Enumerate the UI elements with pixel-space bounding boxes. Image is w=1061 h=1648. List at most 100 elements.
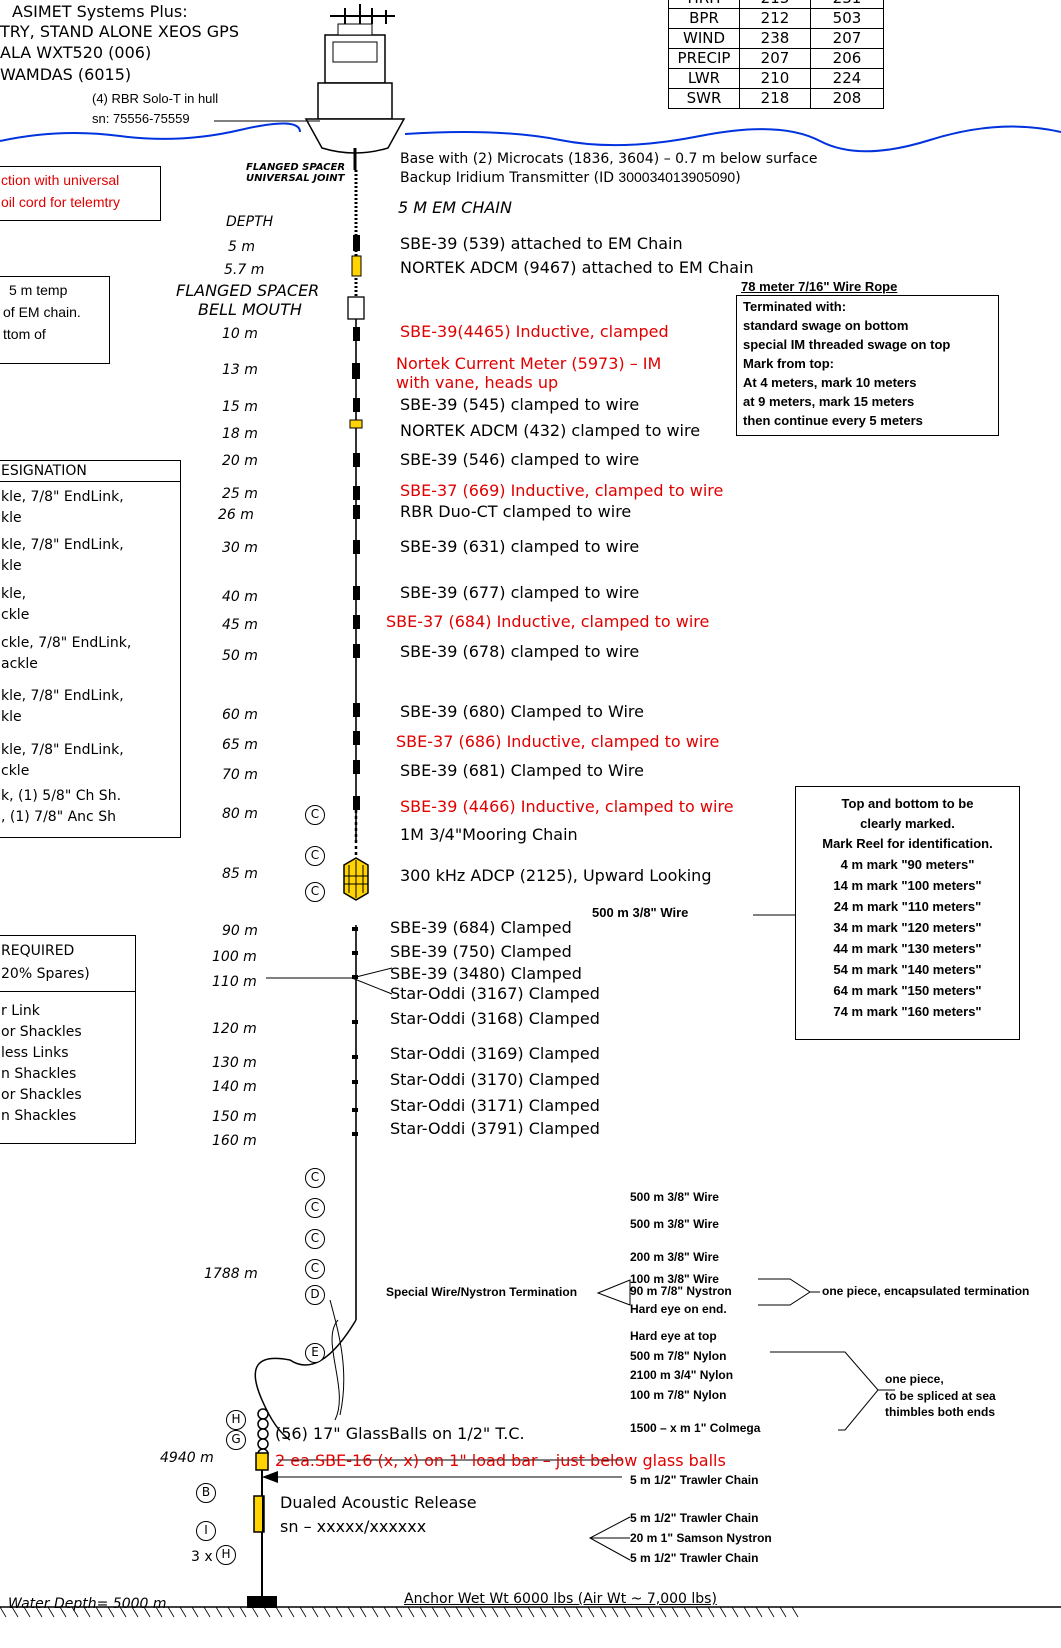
temp-note-line-3: ttom of	[3, 326, 46, 342]
wire-rope-line: standard swage on bottom	[743, 318, 909, 333]
table-cell: 208	[810, 88, 884, 109]
reel-marks-lines: Top and bottom to be clearly marked. Mar…	[796, 793, 1019, 1022]
depth-label: 160 m	[212, 1133, 257, 1149]
hardware-line: ESIGNATION	[1, 463, 87, 479]
instrument-label: SBE-39(4465) Inductive, clamped	[400, 322, 669, 341]
surface-buoy	[304, 4, 406, 170]
trawler-chain-label: 5 m 1/2" Trawler Chain	[630, 1511, 759, 1525]
table-cell: 210	[739, 68, 811, 89]
hardware-line: k, (1) 5/8" Ch Sh.	[1, 788, 122, 804]
instrument-label: NORTEK ADCM (432) clamped to wire	[400, 421, 701, 440]
wire-segment-label: 200 m 3/8" Wire	[630, 1250, 719, 1264]
instrument-label: SBE-39 (677) clamped to wire	[400, 583, 640, 602]
instrument-label: SBE-39 (631) clamped to wire	[400, 537, 640, 556]
base-microcats-text: Base with (2) Microcats (1836, 3604) – 0…	[400, 151, 818, 167]
depth-label: 130 m	[212, 1055, 257, 1071]
required-line: n Shackles	[1, 1108, 77, 1124]
hardware-line: kle, 7/8" EndLink,	[1, 688, 124, 704]
depth-label: 80 m	[222, 806, 258, 822]
asimet-line-1: ASIMET Systems Plus:	[12, 2, 188, 21]
depth-label: 140 m	[212, 1079, 257, 1095]
depth-label: 15 m	[222, 399, 258, 415]
table-cell: 218	[739, 88, 811, 109]
hardware-line: kle, 7/8" EndLink,	[1, 742, 124, 758]
temp-note-line-1: 5 m temp	[9, 282, 68, 298]
splice-label: thimbles both ends	[885, 1405, 996, 1419]
depth-label: 50 m	[222, 648, 258, 664]
reel-marks-line: Mark Reel for identification.	[822, 836, 993, 851]
adcp-label: 300 kHz ADCP (2125), Upward Looking	[400, 866, 712, 885]
nylon-label: 500 m 7/8" Nylon	[630, 1349, 727, 1363]
depth-label: 5.7 m	[224, 262, 265, 278]
encapsulated-termination-label: one piece, encapsulated termination	[822, 1284, 1030, 1298]
wire-segment-label: 500 m 3/8" Wire	[630, 1217, 719, 1231]
instrument-label: SBE-39 (750) Clamped	[390, 942, 572, 961]
wire-segment-label: 500 m 3/8" Wire	[630, 1190, 719, 1204]
wire-rope-line: then continue every 5 meters	[743, 413, 923, 428]
hardware-h-marker: H	[216, 1545, 236, 1565]
rbr-solo-line-2: sn: 75556-75559	[92, 111, 190, 126]
depth-label: 10 m	[222, 326, 258, 342]
depth-label: 5 m	[228, 239, 255, 255]
hardware-designation-box: ESIGNATION kle, 7/8" EndLink, kle kle, 7…	[0, 460, 181, 838]
sbe16-label: 2 ea.SBE-16 (x, x) on 1" load bar – just…	[275, 1451, 726, 1470]
nylon-label: 2100 m 3/4" Nylon	[630, 1368, 734, 1382]
instrument-label: RBR Duo-CT clamped to wire	[400, 502, 632, 521]
instrument-label: SBE-39 (3480) Clamped	[390, 964, 582, 983]
hardware-divider	[0, 481, 180, 482]
depth-label: 65 m	[222, 737, 258, 753]
hardware-line: kle, 7/8" EndLink,	[1, 489, 124, 505]
wire-rope-line: at 9 meters, mark 15 meters	[743, 394, 915, 409]
instrument-label: Nortek Current Meter (5973) – IM	[396, 354, 662, 373]
water-depth-label: Water Depth= 5000 m	[8, 1596, 167, 1612]
instrument-label: SBE-39 (545) clamped to wire	[400, 395, 640, 414]
rbr-solo-line-1: (4) RBR Solo-T in hull	[92, 91, 219, 106]
instrument-label: Star-Oddi (3171) Clamped	[390, 1096, 600, 1115]
hardware-line: kle, 7/8" EndLink,	[1, 537, 124, 553]
depth-label: 70 m	[222, 767, 258, 783]
flanged-spacer-bell-2: BELL MOUTH	[198, 300, 302, 319]
depth-label: 4940 m	[160, 1450, 214, 1466]
depth-label: 1788 m	[204, 1266, 258, 1282]
flanged-spacer-label: FLANGED SPACER	[246, 162, 346, 173]
depth-label: 110 m	[212, 974, 257, 990]
wire-rope-line: Mark from top:	[743, 356, 834, 371]
instrument-label: SBE-39 (4466) Inductive, clamped to wire	[400, 797, 734, 816]
telemetry-note-box: ction with universal oil cord for telemt…	[0, 166, 161, 221]
instrument-label: Star-Oddi (3168) Clamped	[390, 1009, 600, 1028]
table-cell: 224	[810, 68, 884, 89]
instrument-label: SBE-39 (546) clamped to wire	[400, 450, 640, 469]
hardware-line: kle	[1, 510, 22, 526]
instrument-label: Star-Oddi (3170) Clamped	[390, 1070, 600, 1089]
required-line: less Links	[1, 1045, 69, 1061]
table-cell: 212	[739, 8, 811, 29]
depth-label: 40 m	[222, 589, 258, 605]
wire-rope-line: special IM threaded swage on top	[743, 337, 951, 352]
nylon-label: 100 m 7/8" Nylon	[630, 1388, 727, 1402]
glass-balls-label: (56) 17" GlassBalls on 1/2" T.C.	[275, 1424, 525, 1443]
shackle-c-marker: C	[305, 1198, 325, 1218]
nylon-loop	[254, 1319, 357, 1441]
wire-500m-label: 500 m 3/8" Wire	[592, 905, 689, 920]
instrument-label: SBE-39 (684) Clamped	[390, 918, 572, 937]
depth-label: 25 m	[222, 486, 258, 502]
table-cell: SWR	[668, 88, 740, 109]
backup-iridium-text: Backup Iridium Transmitter (ID 300034013…	[400, 170, 741, 185]
depth-label: 30 m	[222, 540, 258, 556]
table-cell: 238	[739, 28, 811, 49]
instrument-label: NORTEK ADCM (9467) attached to EM Chain	[400, 258, 754, 277]
required-line: or Shackles	[1, 1087, 82, 1103]
reel-marks-line: 14 m mark "100 meters"	[833, 878, 982, 893]
table-cell: WIND	[668, 28, 740, 49]
table-cell: 206	[810, 48, 884, 69]
flanged-spacer-bell-1: FLANGED SPACER	[176, 281, 320, 300]
table-row: HRH 213 231	[668, 0, 884, 9]
asimet-line-2: TRY, STAND ALONE XEOS GPS	[0, 22, 239, 41]
instrument-label: Star-Oddi (3167) Clamped	[390, 984, 600, 1003]
depth-label: 60 m	[222, 707, 258, 723]
